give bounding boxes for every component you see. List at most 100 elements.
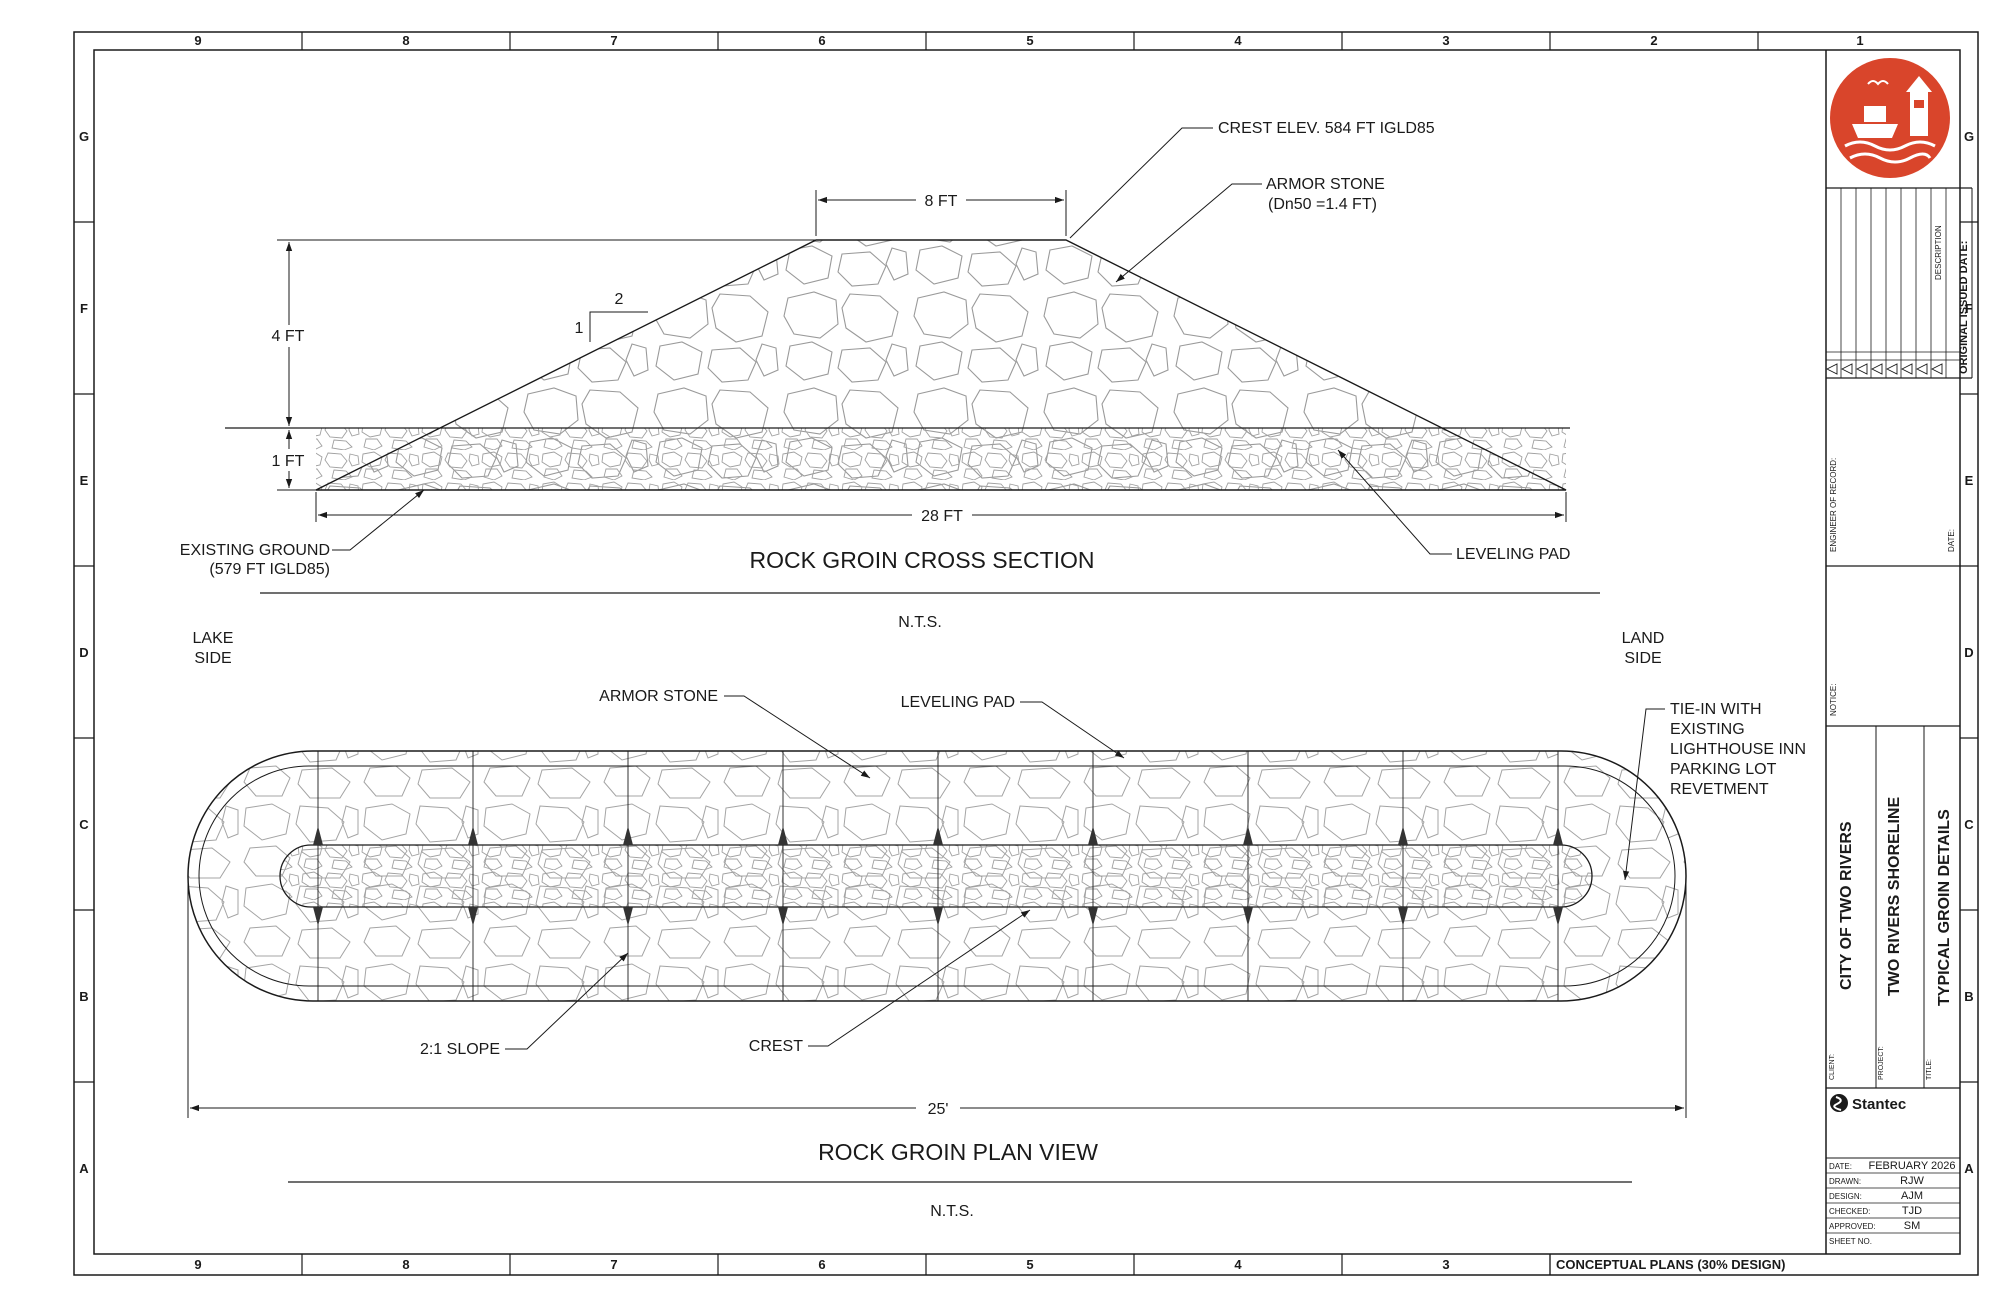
col-label: 5: [1026, 33, 1033, 48]
col-label: 7: [610, 33, 617, 48]
title-block-fields: DATE: DRAWN: DESIGN: CHECKED: APPROVED: …: [1829, 1162, 1876, 1246]
col-label: 6: [818, 33, 825, 48]
outer-border: [73, 31, 1979, 1276]
row-label: C: [1964, 817, 1974, 832]
inner-border: [93, 49, 1961, 1255]
base-width-label: 28 FT: [921, 508, 963, 525]
row-label: F: [80, 301, 88, 316]
row-labels-left: G F E D C B A: [79, 129, 89, 1176]
armor-stone-label: ARMOR STONE: [1266, 176, 1385, 193]
cross-section: 8 FT 4 FT 1 FT 28 FT 1 2 CREST ELEV. 584…: [180, 120, 1600, 631]
col-label: 7: [610, 1257, 617, 1272]
field-label: DATE:: [1829, 1162, 1852, 1171]
slope-vertical: 1: [575, 320, 584, 337]
firm-name: Stantec: [1852, 1096, 1906, 1113]
plan-view-title: ROCK GROIN PLAN VIEW: [818, 1139, 1098, 1165]
tie-in-label: PARKING LOT: [1670, 761, 1777, 778]
engineer-of-record: ENGINEER OF RECORD:: [1829, 457, 1838, 552]
field-value: TJD: [1902, 1205, 1922, 1217]
plan-view-scale: N.T.S.: [930, 1203, 974, 1220]
col-label: 6: [818, 1257, 825, 1272]
top-width-label: 8 FT: [925, 193, 958, 210]
column-labels-top: 9 8 7 6 5 4 3 2 1: [194, 33, 1863, 48]
crest-strip: [279, 844, 1593, 908]
field-label: CHECKED:: [1829, 1207, 1870, 1216]
cross-section-outline: [315, 239, 1567, 491]
field-label: DESIGN:: [1829, 1192, 1862, 1201]
crest-elevation-label: CREST ELEV. 584 FT IGLD85: [1218, 120, 1435, 137]
client-name: CITY OF TWO RIVERS: [1838, 821, 1855, 990]
lake-side-label: LAKE: [193, 630, 234, 647]
field-value: SM: [1904, 1220, 1921, 1232]
plan-pad-leader: [1020, 701, 1125, 759]
eor-date-label: DATE:: [1947, 529, 1956, 552]
height-label: 4 FT: [272, 328, 305, 345]
cross-section-scale: N.T.S.: [898, 614, 942, 631]
existing-ground-label: EXISTING GROUND: [180, 542, 330, 559]
plan-pad-label: LEVELING PAD: [901, 694, 1015, 711]
row-label: E: [1965, 473, 1974, 488]
col-label: 4: [1234, 1257, 1242, 1272]
col-label: 4: [1234, 33, 1242, 48]
field-label: APPROVED:: [1829, 1222, 1876, 1231]
revision-deltas: [1825, 363, 1943, 375]
col-label: 1: [1856, 33, 1863, 48]
armor-stone-leader: [1115, 183, 1262, 283]
col-label: 9: [194, 1257, 201, 1272]
existing-ground-elevation: (579 FT IGLD85): [209, 561, 330, 578]
col-label: 9: [194, 33, 201, 48]
slope-ticks: [313, 826, 1563, 926]
title-label: TITLE:: [1926, 1058, 1933, 1080]
row-label: D: [1964, 645, 1973, 660]
leveling-pad-band: [316, 428, 1566, 490]
row-label: B: [1964, 989, 1973, 1004]
leveling-pad-leader: [1337, 449, 1452, 555]
column-labels-bottom: 9 8 7 6 5 4 3: [194, 1257, 1449, 1272]
col-label: 2: [1650, 33, 1657, 48]
col-label: 3: [1442, 1257, 1449, 1272]
land-side-label: SIDE: [1624, 650, 1661, 667]
column-zone-ticks: [301, 32, 1759, 1275]
crest-leader: [1069, 127, 1213, 239]
crest-plan-label: CREST: [749, 1038, 803, 1055]
tie-in-label: TIE-IN WITH: [1670, 701, 1762, 718]
cross-section-title: ROCK GROIN CROSS SECTION: [749, 547, 1094, 573]
col-label: 5: [1026, 1257, 1033, 1272]
slope-label: 2:1 SLOPE: [420, 1041, 500, 1058]
row-label: G: [79, 129, 89, 144]
armor-stone-size: (Dn50 =1.4 FT): [1268, 196, 1377, 213]
row-label: D: [79, 645, 88, 660]
crest-plan-leader: [808, 909, 1031, 1047]
title-block: [1549, 50, 1973, 1275]
tie-in-label: REVETMENT: [1670, 781, 1769, 798]
row-label: B: [79, 989, 88, 1004]
row-label: C: [79, 817, 89, 832]
project-label: PROJECT:: [1878, 1046, 1885, 1080]
project-name: TWO RIVERS SHORELINE: [1886, 796, 1903, 996]
field-label: DRAWN:: [1829, 1177, 1861, 1186]
field-value: AJM: [1901, 1190, 1923, 1202]
lake-side-label: SIDE: [194, 650, 231, 667]
plan-armor-label: ARMOR STONE: [599, 688, 718, 705]
tie-in-label: EXISTING: [1670, 721, 1745, 738]
leveling-pad-label: LEVELING PAD: [1456, 546, 1570, 563]
plan-view: LAKE SIDE LAND SIDE ARMOR STONE L: [187, 630, 1806, 1220]
field-label: SHEET NO.: [1829, 1237, 1872, 1246]
plan-armor-leader: [724, 695, 871, 779]
leveling-pad-edge: [198, 765, 1676, 987]
field-value: FEBRUARY 2026: [1868, 1160, 1955, 1172]
section-lines: [317, 751, 1559, 1001]
slope-leader: [505, 952, 629, 1050]
revision-description-header: DESCRIPTION: [1934, 225, 1943, 280]
land-side-label: LAND: [1622, 630, 1665, 647]
client-label: CLIENT:: [1829, 1053, 1836, 1080]
row-zone-ticks: [74, 221, 1978, 1083]
row-label: A: [79, 1161, 89, 1176]
existing-ground-leader: [332, 489, 425, 551]
field-value: RJW: [1900, 1175, 1924, 1187]
col-label: 8: [402, 1257, 409, 1272]
row-label: G: [1964, 129, 1974, 144]
notice-label: NOTICE:: [1829, 683, 1838, 716]
stantec-logo-icon: [1830, 1094, 1848, 1112]
